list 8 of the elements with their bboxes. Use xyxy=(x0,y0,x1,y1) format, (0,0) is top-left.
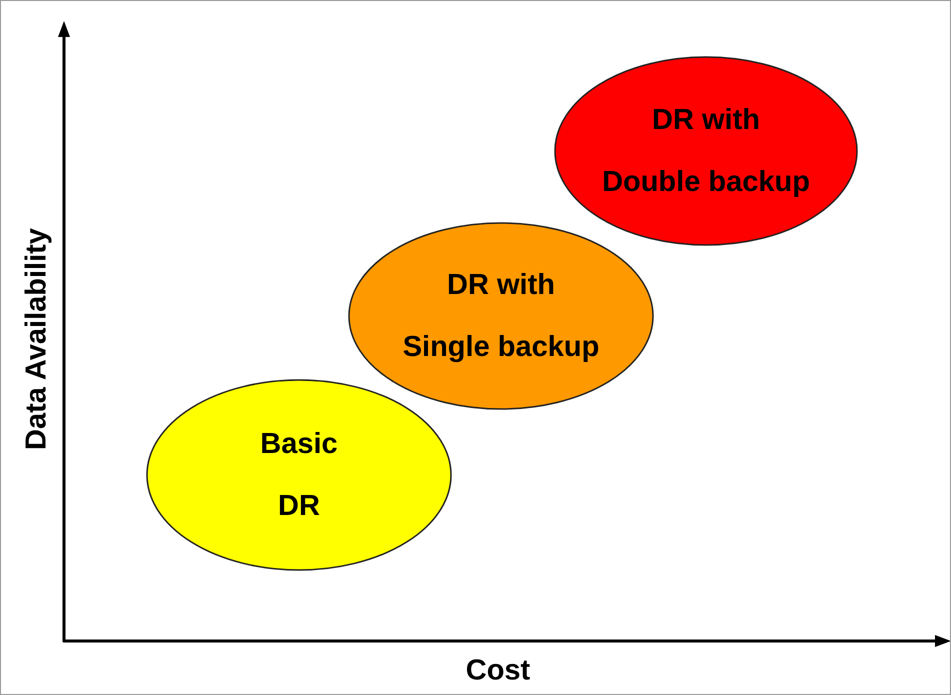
ellipse xyxy=(146,379,452,571)
axis-label: Data Availability xyxy=(20,228,54,450)
node-label: DR with Single backup xyxy=(402,268,600,365)
ellipse xyxy=(554,56,858,246)
ellipse xyxy=(348,222,654,410)
axis-label: Cost xyxy=(466,654,530,688)
node-label: Basic DR xyxy=(260,427,338,524)
node-label: DR with Double backup xyxy=(602,103,810,200)
